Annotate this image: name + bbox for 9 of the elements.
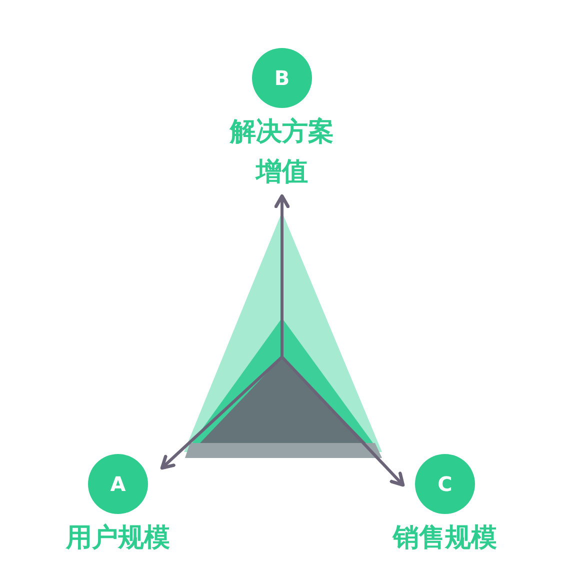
arrow (274, 194, 290, 357)
arrow (280, 356, 405, 487)
letter-badge: C (415, 454, 475, 514)
axis-label: 销售规模 (391, 522, 498, 555)
letter-badge: A (88, 454, 148, 514)
letter-badge: B (252, 48, 312, 108)
arrow (160, 356, 284, 470)
axis-label: 解决方案增值 (228, 116, 335, 189)
axis-label: 用户规模 (64, 522, 171, 555)
